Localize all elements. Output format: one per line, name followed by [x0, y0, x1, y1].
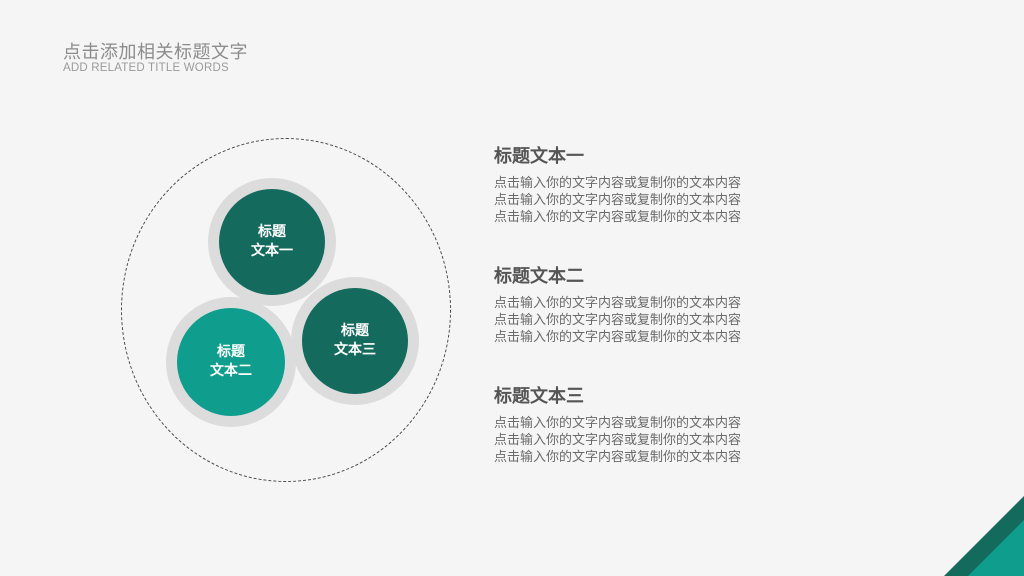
item-2-line-2[interactable]: 点击输入你的文字内容或复制你的文本内容	[494, 313, 742, 328]
text-item-2: 标题文本二 点击输入你的文字内容或复制你的文本内容 点击输入你的文字内容或复制你…	[494, 266, 794, 346]
item-2-line-3[interactable]: 点击输入你的文字内容或复制你的文本内容	[494, 330, 742, 345]
corner-light-triangle	[968, 520, 1024, 576]
item-1-title[interactable]: 标题文本一	[494, 146, 584, 167]
bubble-text-1[interactable]: 标题 文本一	[219, 189, 325, 295]
bubble-1-line1: 标题	[258, 224, 286, 240]
corner-decoration	[944, 496, 1024, 576]
bubble-2-line1: 标题	[217, 344, 245, 360]
dashed-outline-circle	[121, 138, 451, 482]
item-2-title[interactable]: 标题文本二	[494, 266, 584, 287]
item-3-line-1[interactable]: 点击输入你的文字内容或复制你的文本内容	[494, 416, 742, 431]
slide-title: 点击添加相关标题文字	[63, 42, 248, 63]
text-item-1: 标题文本一 点击输入你的文字内容或复制你的文本内容 点击输入你的文字内容或复制你…	[494, 146, 794, 226]
bubble-1-line2: 文本一	[251, 243, 293, 259]
bubble-text-2[interactable]: 标题 文本二	[177, 308, 285, 416]
slide-subtitle: ADD RELATED TITLE WORDS	[63, 62, 229, 74]
bubble-3-line2: 文本三	[334, 342, 376, 358]
text-item-3: 标题文本三 点击输入你的文字内容或复制你的文本内容 点击输入你的文字内容或复制你…	[494, 386, 794, 466]
item-2-line-1[interactable]: 点击输入你的文字内容或复制你的文本内容	[494, 296, 742, 311]
item-1-line-1[interactable]: 点击输入你的文字内容或复制你的文本内容	[494, 176, 742, 191]
bubble-2-line2: 文本二	[210, 363, 252, 379]
item-3-title[interactable]: 标题文本三	[494, 386, 584, 407]
item-1-line-3[interactable]: 点击输入你的文字内容或复制你的文本内容	[494, 210, 742, 225]
item-3-line-3[interactable]: 点击输入你的文字内容或复制你的文本内容	[494, 450, 742, 465]
item-3-line-2[interactable]: 点击输入你的文字内容或复制你的文本内容	[494, 433, 742, 448]
item-1-line-2[interactable]: 点击输入你的文字内容或复制你的文本内容	[494, 193, 742, 208]
bubble-text-3[interactable]: 标题 文本三	[302, 288, 408, 394]
bubble-3-line1: 标题	[341, 323, 369, 339]
